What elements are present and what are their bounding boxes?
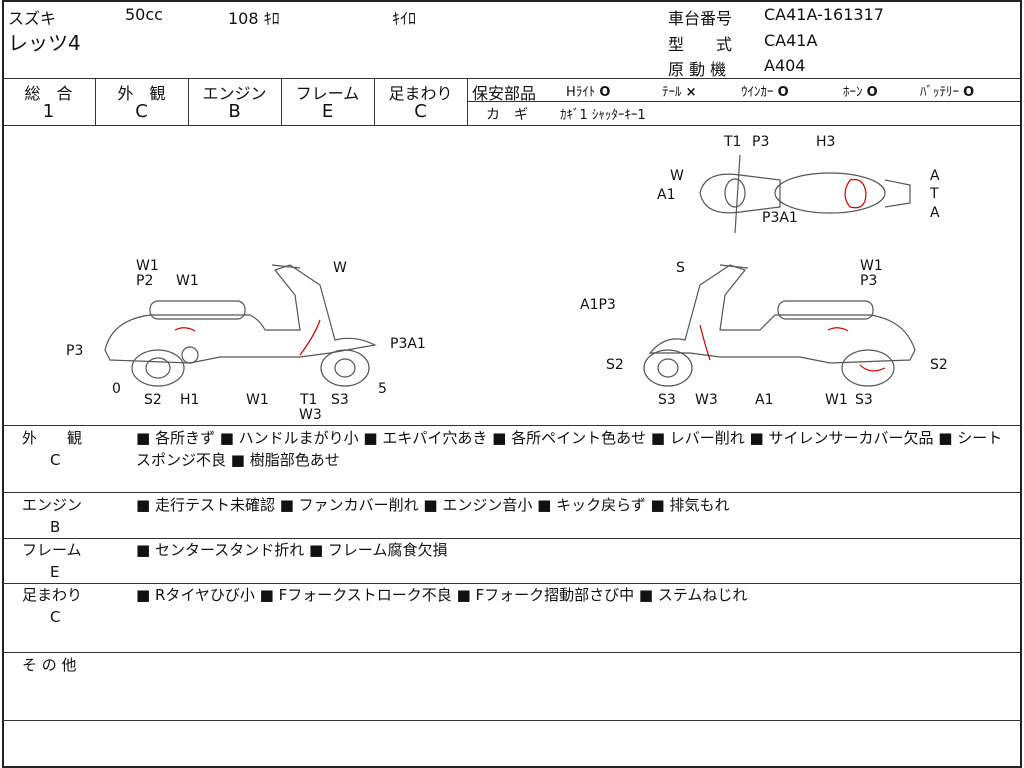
grade-overall-value: 1 <box>42 101 55 122</box>
key-value: ｶｷﾞ1 ｼｬｯﾀｰｷｰ1 <box>560 108 646 123</box>
type-value: CA41A <box>764 31 818 50</box>
label-right-a1: A1 <box>755 392 773 408</box>
label-left-w1b: W1 <box>176 273 199 289</box>
key-label: カ ギ <box>486 107 528 123</box>
label-right-s2b: S2 <box>930 357 948 373</box>
scooter-top-view <box>699 154 911 234</box>
grade-frame-value: E <box>321 101 334 122</box>
label-left-s3: S3 <box>331 392 349 408</box>
label-left-5: 5 <box>378 381 387 397</box>
engine-label: 原 動 機 <box>668 60 727 79</box>
mileage: 108 ｷﾛ <box>228 9 280 28</box>
label-right-w1b: W1 <box>825 392 848 408</box>
grade-engine-value: B <box>228 101 241 122</box>
label-right-s3b: S3 <box>855 392 873 408</box>
safety-horn: ﾎｰﾝ O <box>843 85 878 100</box>
label-right-s2: S2 <box>606 357 624 373</box>
remark-suspension-text: ■ Rタイヤひび小 ■ Fフォークストローク不良 ■ Fフォーク摺動部さび中 ■… <box>136 586 748 604</box>
frame-no: CA41A-161317 <box>764 5 884 24</box>
displacement: 50cc <box>125 5 163 24</box>
scooter-left-view <box>104 264 377 387</box>
mileage-unit: ｷｲﾛ <box>392 9 417 28</box>
label-left-p2: P2 <box>136 273 153 289</box>
label-top-w: W <box>670 168 684 184</box>
label-top-p3a1: P3A1 <box>762 210 798 226</box>
remark-engine-text: ■ 走行テスト未確認 ■ ファンカバー削れ ■ エンジン音小 ■ キック戻らず … <box>136 496 730 514</box>
label-left-s2: S2 <box>144 392 162 408</box>
label-top-a: A <box>930 168 940 184</box>
grade-engine-label: エンジン <box>202 84 267 103</box>
label-left-p3a1: P3A1 <box>390 336 426 352</box>
label-right-p3: P3 <box>860 273 877 289</box>
grade-suspension-value: C <box>414 101 427 122</box>
label-right-w1: W1 <box>860 258 883 274</box>
label-top-h3: H3 <box>816 134 835 150</box>
safety-winker: ｳｲﾝｶｰ O <box>741 85 789 100</box>
frame-no-label: 車台番号 <box>668 9 733 28</box>
scooter-right-view <box>643 264 916 387</box>
remark-frame-text: ■ センタースタンド折れ ■ フレーム腐食欠損 <box>136 541 448 559</box>
damage-diagram: W1 P2 W1 W P3 P3A1 0 S2 H1 W1 T1 S3 5 W3… <box>66 134 948 423</box>
remark-other-label: そ の 他 <box>22 656 77 674</box>
safety-battery: ﾊﾞｯﾃﾘｰ O <box>920 85 975 100</box>
grade-exterior-label: 外 観 <box>117 84 166 103</box>
grade-exterior-value: C <box>135 101 148 122</box>
safety-label: 保安部品 <box>472 84 537 103</box>
label-left-p3: P3 <box>66 343 83 359</box>
label-top-p3: P3 <box>752 134 769 150</box>
label-right-a1p3: A1P3 <box>580 297 616 313</box>
grade-overall-label: 総 合 <box>24 84 73 103</box>
grade-frame-label: フレーム <box>295 84 360 103</box>
label-left-w1c: W1 <box>246 392 269 408</box>
model-name: レッツ4 <box>8 31 81 55</box>
remark-exterior-text: ■ 各所きず ■ ハンドルまがり小 ■ エキパイ穴あき ■ 各所ペイント色あせ … <box>136 429 1003 469</box>
label-top-a1: A1 <box>657 187 675 203</box>
maker: スズキ <box>8 9 57 28</box>
engine-value: A404 <box>764 56 806 75</box>
label-left-w3: W3 <box>299 407 322 423</box>
safety-tail: ﾃｰﾙ × <box>662 85 697 100</box>
label-left-w1: W1 <box>136 258 159 274</box>
label-top-t: T <box>929 186 939 202</box>
label-left-0: 0 <box>112 381 121 397</box>
safety-headlight: Hﾗｲﾄ O <box>566 85 611 100</box>
label-right-s3: S3 <box>658 392 676 408</box>
grade-suspension-label: 足まわり <box>388 84 453 103</box>
label-right-w3: W3 <box>695 392 718 408</box>
label-right-s: S <box>676 260 685 276</box>
type-label: 型 式 <box>668 35 733 54</box>
label-top-t1: T1 <box>723 134 741 150</box>
label-left-h1: H1 <box>180 392 199 408</box>
diagram-labels: W1 P2 W1 W P3 P3A1 0 S2 H1 W1 T1 S3 5 W3… <box>66 134 948 423</box>
label-left-w: W <box>333 260 347 276</box>
label-top-a2: A <box>930 205 940 221</box>
label-left-t1: T1 <box>299 392 317 408</box>
